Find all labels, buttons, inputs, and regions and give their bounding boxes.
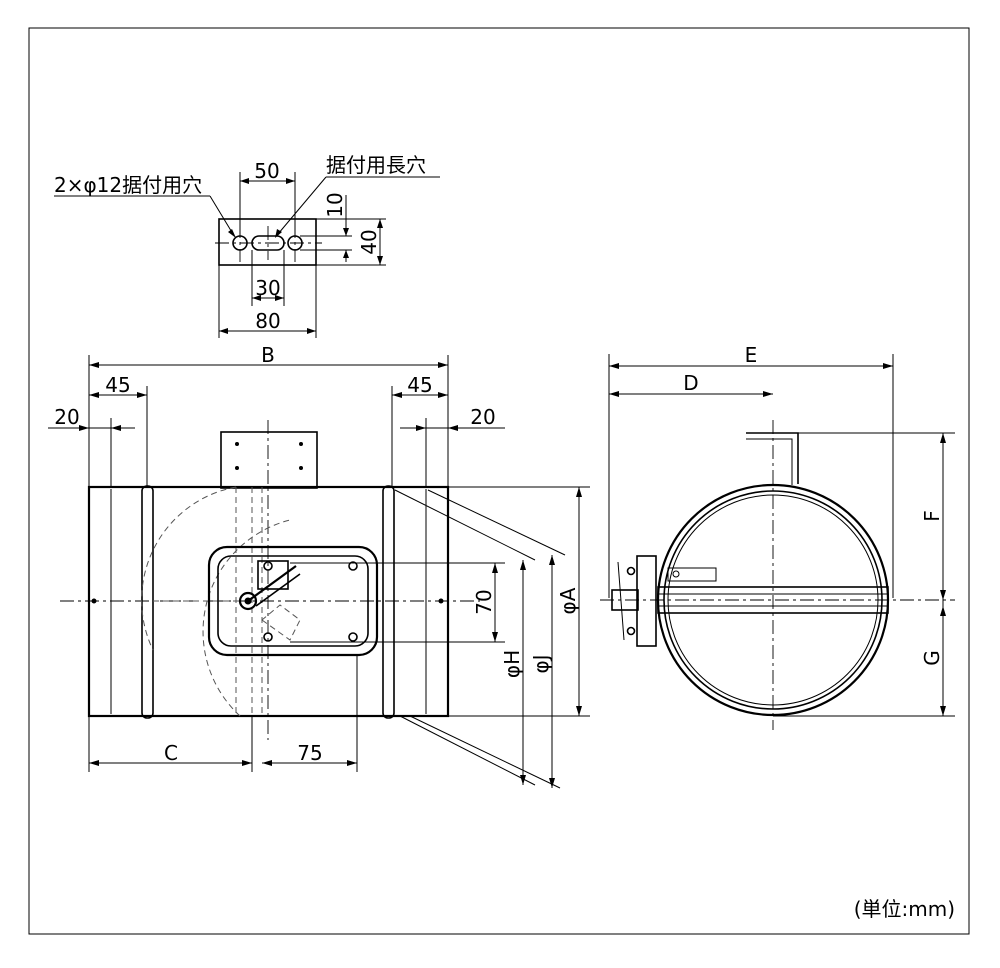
dim-right-45: 45 [407, 373, 432, 397]
dim-C: C [164, 741, 178, 765]
dim-right-20: 20 [470, 405, 495, 429]
dim-bracket-50: 50 [254, 159, 279, 183]
dim-E: E [745, 343, 758, 367]
dim-phiH: φH [500, 650, 524, 678]
dim-B: B [261, 343, 275, 367]
dim-bracket-10: 10 [323, 192, 347, 217]
dim-phiA: φA [556, 587, 580, 614]
dim-left-45: 45 [105, 373, 130, 397]
dim-left-20: 20 [54, 405, 79, 429]
dim-bracket-40: 40 [357, 229, 381, 254]
drawing-border [28, 27, 970, 935]
dim-70: 70 [472, 589, 496, 614]
dim-F: F [920, 510, 944, 522]
front-view [48, 355, 590, 789]
dim-G: G [920, 650, 944, 666]
mounting-slot-note: 据付用長穴 [326, 153, 426, 177]
side-view [600, 354, 955, 730]
dim-bracket-30: 30 [255, 276, 280, 300]
dim-bracket-80: 80 [255, 309, 280, 333]
dim-D: D [683, 371, 698, 395]
bracket-detail [54, 172, 440, 338]
dim-phiJ: φJ [529, 654, 553, 673]
dim-75: 75 [297, 741, 322, 765]
unit-note: (単位:mm) [854, 897, 955, 921]
mounting-holes-note: 2×φ12据付用穴 [54, 173, 202, 197]
